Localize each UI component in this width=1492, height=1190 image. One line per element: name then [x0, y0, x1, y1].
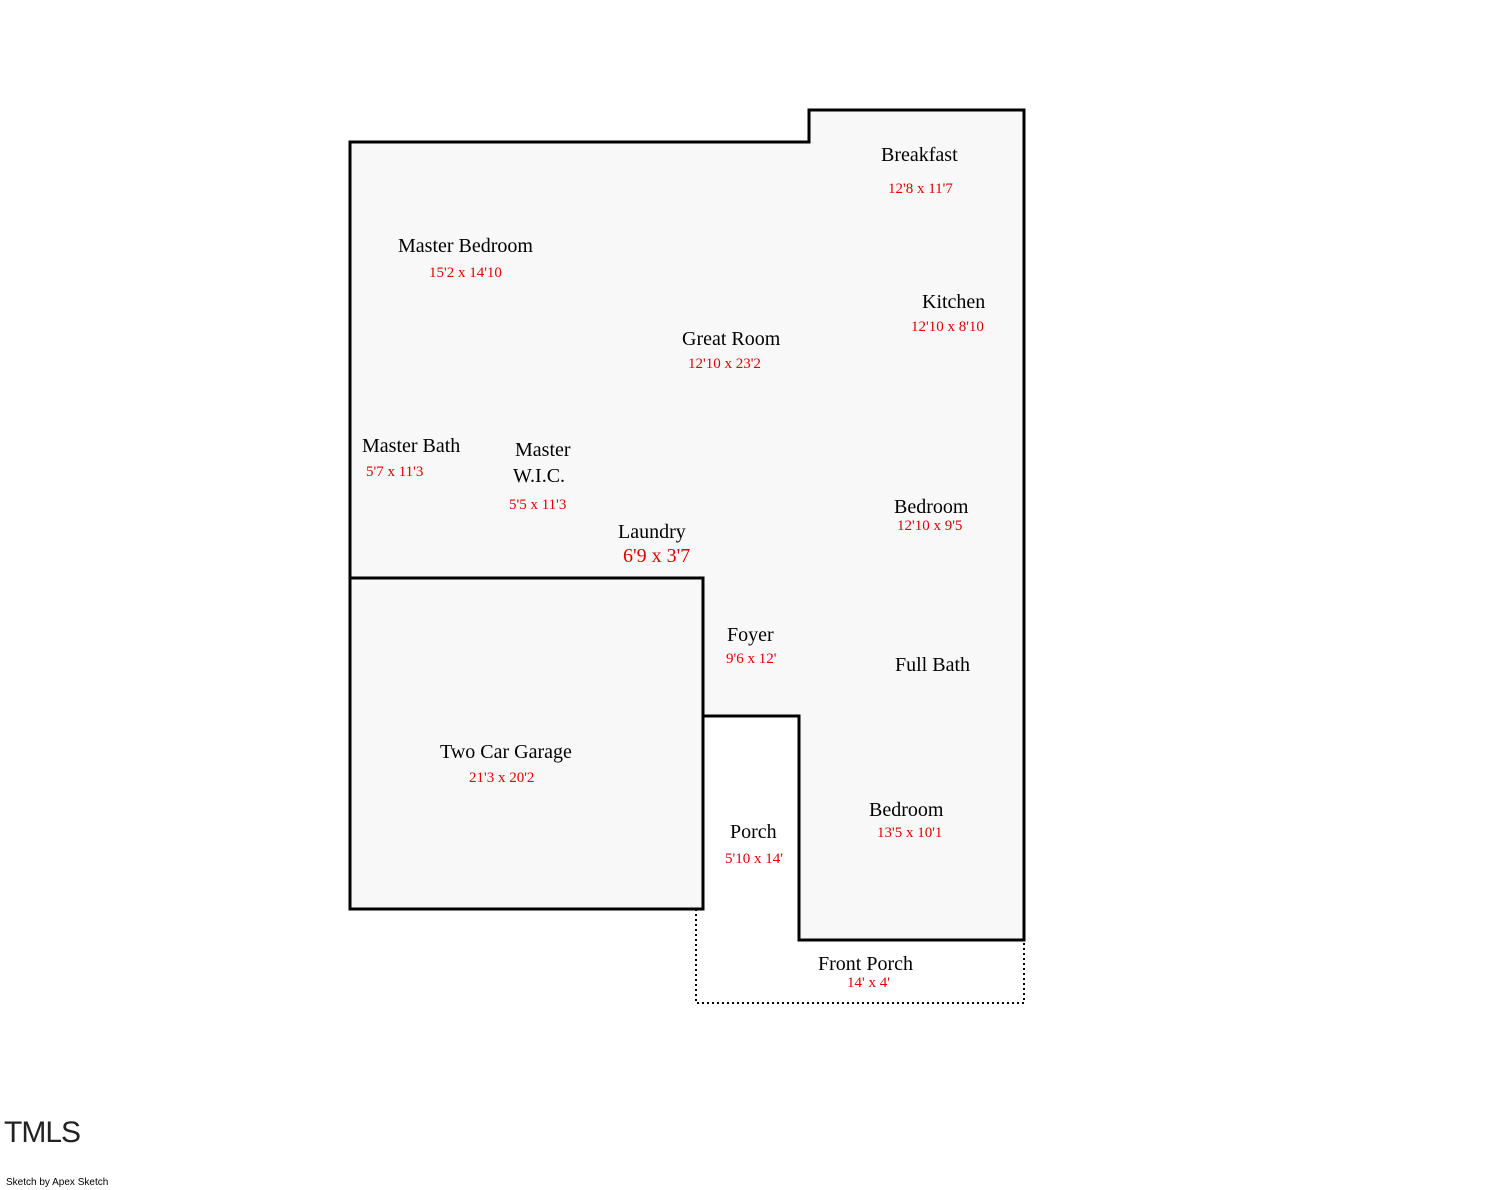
full-bath-label: Full Bath — [895, 654, 970, 676]
laundry-dims: 6'9 x 3'7 — [623, 545, 690, 567]
front-porch-dims: 14' x 4' — [847, 975, 890, 991]
front-porch-outline — [695, 909, 1025, 1004]
bedroom-upper-label: Bedroom — [894, 496, 969, 518]
bedroom-lower-label: Bedroom — [869, 799, 944, 821]
master-bath-label: Master Bath — [362, 435, 460, 457]
garage-outline — [348, 576, 705, 911]
foyer-label: Foyer — [727, 624, 774, 646]
two-car-garage-dims: 21'3 x 20'2 — [469, 770, 534, 786]
bedroom-upper-dims: 12'10 x 9'5 — [897, 518, 962, 534]
breakfast-dims: 12'8 x 11'7 — [888, 181, 953, 197]
master-bedroom-label: Master Bedroom — [398, 235, 533, 257]
tmls-logo: TMLS — [4, 1116, 81, 1149]
kitchen-dims: 12'10 x 8'10 — [911, 319, 984, 335]
bedroom-lower-dims: 13'5 x 10'1 — [877, 825, 942, 841]
breakfast-label: Breakfast — [881, 144, 958, 166]
porch-label: Porch — [730, 821, 777, 843]
front-porch-label: Front Porch — [818, 953, 913, 975]
foyer-dims: 9'6 x 12' — [726, 651, 777, 667]
laundry-label: Laundry — [618, 521, 686, 543]
sketch-credit: Sketch by Apex Sketch — [6, 1177, 109, 1188]
porch-dims: 5'10 x 14' — [725, 851, 783, 867]
great-room-label: Great Room — [682, 328, 781, 350]
master-wic-dims: 5'5 x 11'3 — [509, 497, 566, 513]
two-car-garage-label: Two Car Garage — [440, 741, 572, 763]
great-room-dims: 12'10 x 23'2 — [688, 356, 761, 372]
master-wic-label-line1: Master — [515, 439, 571, 461]
master-bath-dims: 5'7 x 11'3 — [366, 464, 423, 480]
master-bedroom-dims: 15'2 x 14'10 — [429, 265, 502, 281]
master-wic-label-line2: W.I.C. — [513, 465, 565, 487]
kitchen-label: Kitchen — [922, 291, 985, 313]
